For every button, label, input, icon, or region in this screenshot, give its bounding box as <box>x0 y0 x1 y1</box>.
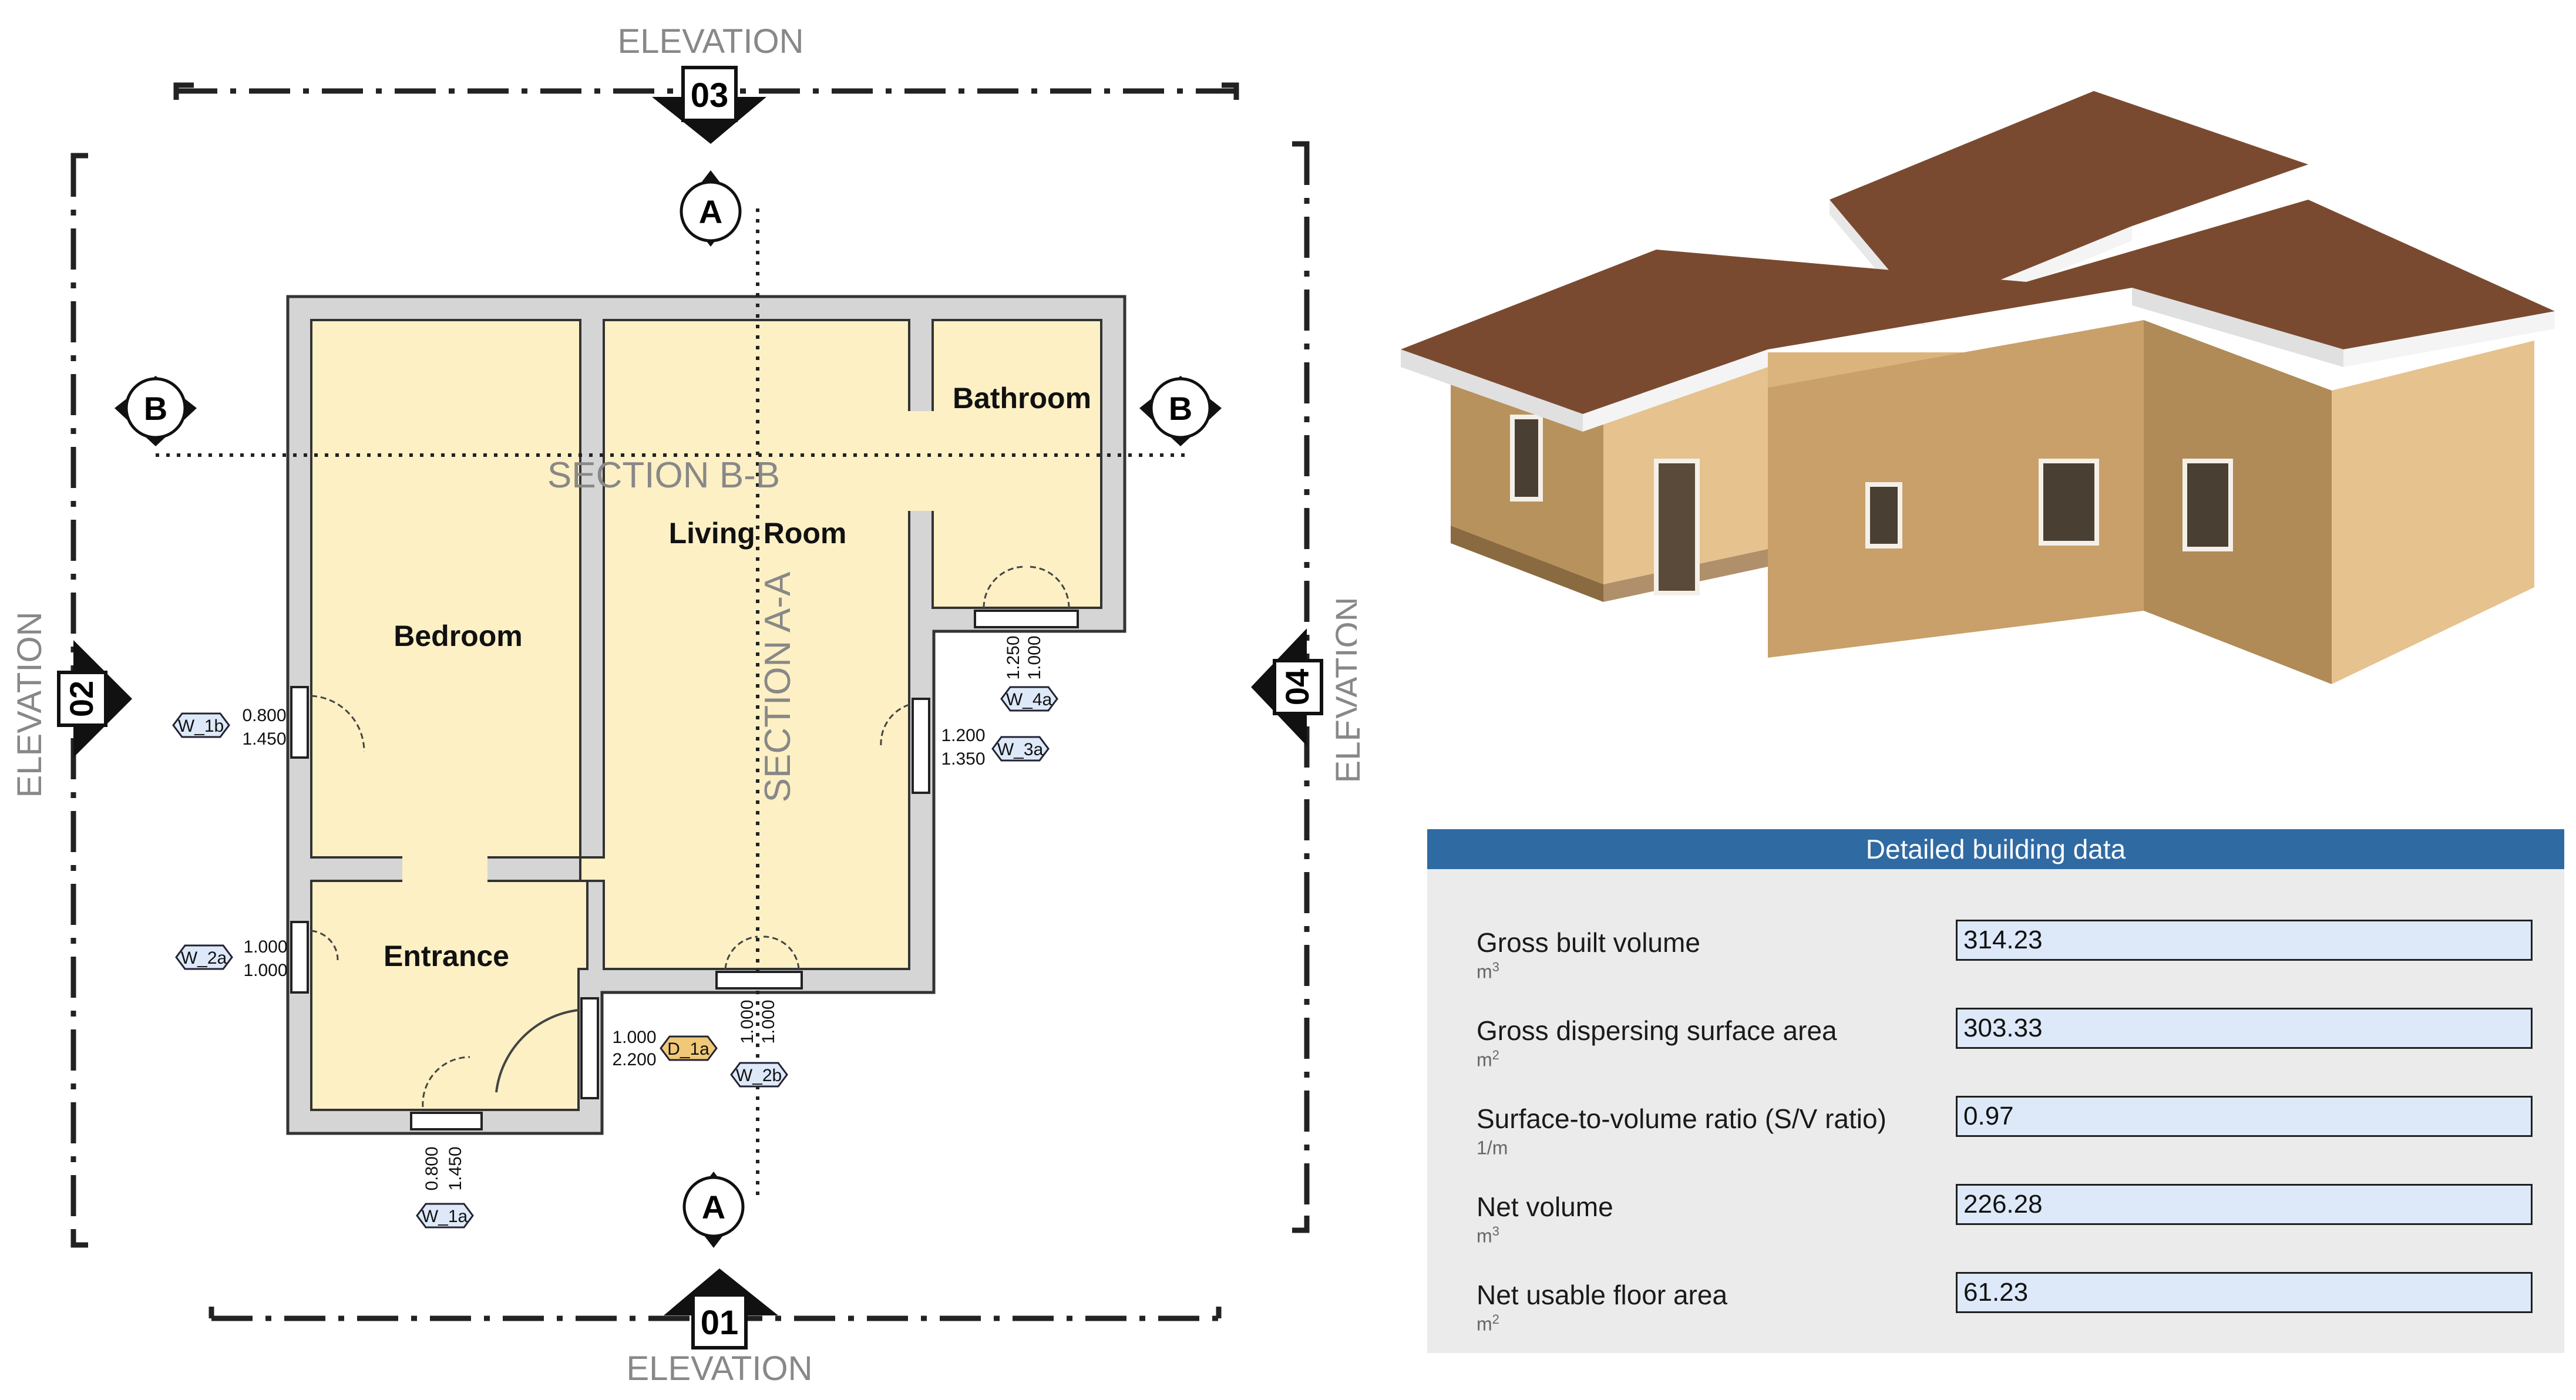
dim-w2a-height: 1.000 <box>243 961 287 980</box>
entrance-floor <box>310 880 588 1111</box>
row-label: Gross dispersing surface area <box>1477 1015 1837 1046</box>
svg-text:A: A <box>702 1189 725 1226</box>
room-label-bathroom: Bathroom <box>953 382 1091 415</box>
house-door <box>1654 459 1700 595</box>
door-d1a <box>580 997 599 1099</box>
elevation-marker-bottom[interactable]: 01 <box>664 1268 778 1349</box>
svg-text:03: 03 <box>691 76 729 115</box>
svg-text:W_2a: W_2a <box>181 948 227 968</box>
svg-text:01: 01 <box>701 1304 739 1342</box>
dim-w1a-width: 0.800 <box>422 1146 442 1190</box>
section-a-marker-bottom[interactable]: A <box>682 1172 745 1248</box>
elevation-marker-left[interactable]: 02 <box>57 640 132 758</box>
svg-text:D_1a: D_1a <box>667 1039 709 1059</box>
dim-w2b-height: 1.000 <box>759 999 778 1044</box>
section-a-marker-top[interactable]: A <box>680 170 742 247</box>
svg-text:B: B <box>1169 390 1192 427</box>
floor-plan: Bedroom Living Room Bathroom Entrance SE… <box>11 22 1367 1388</box>
row-unit: m3 <box>1477 960 1499 982</box>
tag-w2b[interactable]: W_2b <box>730 1062 788 1088</box>
gross-dispersing-surface-area-field[interactable]: 303.33 <box>1956 1008 2533 1049</box>
dim-w1a-height: 1.450 <box>446 1146 465 1190</box>
elevation-label-left: ELEVATION <box>11 612 49 798</box>
dim-d1a-height: 2.200 <box>612 1050 656 1069</box>
building-data-panel: Detailed building data Gross built volum… <box>1427 829 2564 1353</box>
row-label: Net usable floor area <box>1477 1280 1728 1310</box>
tag-w1b[interactable]: W_1b <box>172 712 230 738</box>
dim-w2b-width: 1.000 <box>738 999 757 1044</box>
svg-text:W_1b: W_1b <box>178 716 224 736</box>
bathroom-floor <box>931 319 1102 609</box>
window-w2b <box>715 971 803 990</box>
window-w1a <box>410 1112 483 1130</box>
row-unit: m2 <box>1477 1312 1499 1335</box>
svg-text:02: 02 <box>63 681 100 717</box>
section-b-marker-left[interactable]: B <box>115 376 197 446</box>
dim-w3a-width: 1.200 <box>941 726 985 745</box>
dim-w4a-height: 1.000 <box>1025 635 1044 679</box>
living-room-floor <box>579 319 910 970</box>
window-w2a <box>290 921 309 994</box>
elevation-label-top: ELEVATION <box>618 22 804 60</box>
svg-text:W_4a: W_4a <box>1006 690 1052 709</box>
dim-w3a-height: 1.350 <box>941 749 985 769</box>
tag-w3a[interactable]: W_3a <box>991 736 1050 762</box>
room-label-living-room: Living Room <box>669 517 847 550</box>
data-row-sv-ratio: Surface-to-volume ratio (S/V ratio) 1/m … <box>1427 1096 2564 1191</box>
tag-w2a[interactable]: W_2a <box>175 944 233 970</box>
data-row-gross-dispersing-surface-area: Gross dispersing surface area m2 303.33 <box>1427 1008 2564 1103</box>
house-windows <box>1510 415 2233 551</box>
house-roof <box>1401 91 2555 432</box>
row-unit: m2 <box>1477 1048 1499 1071</box>
row-label: Net volume <box>1477 1192 1613 1222</box>
tag-w4a[interactable]: W_4a <box>1000 686 1058 712</box>
window-w3a <box>912 698 930 794</box>
net-volume-field[interactable]: 226.28 <box>1956 1184 2533 1225</box>
panel-title: Detailed building data <box>1427 829 2564 869</box>
data-row-net-usable-floor-area: Net usable floor area m2 61.23 <box>1427 1272 2564 1367</box>
gross-built-volume-field[interactable]: 314.23 <box>1956 920 2533 961</box>
section-b-label: SECTION B-B <box>547 455 780 496</box>
net-usable-floor-area-field[interactable]: 61.23 <box>1956 1272 2533 1313</box>
svg-text:A: A <box>699 193 722 230</box>
room-label-bedroom: Bedroom <box>394 620 522 652</box>
section-a-label: SECTION A-A <box>758 571 798 802</box>
tag-w1a[interactable]: W_1a <box>416 1203 474 1229</box>
row-label: Surface-to-volume ratio (S/V ratio) <box>1477 1103 1886 1134</box>
row-unit: m3 <box>1477 1224 1499 1247</box>
dim-w1b-width: 0.800 <box>242 706 286 725</box>
row-unit: 1/m <box>1477 1137 1508 1159</box>
room-label-entrance: Entrance <box>384 940 509 972</box>
dim-w1b-height: 1.450 <box>242 729 286 749</box>
house-3d-view[interactable] <box>1357 23 2555 728</box>
dim-w2a-width: 1.000 <box>243 937 287 957</box>
sv-ratio-field[interactable]: 0.97 <box>1956 1096 2533 1137</box>
window-w4a <box>974 610 1079 628</box>
row-label: Gross built volume <box>1477 927 1700 958</box>
dim-d1a-width: 1.000 <box>612 1028 656 1047</box>
svg-text:B: B <box>144 390 167 427</box>
svg-text:04: 04 <box>1279 669 1316 705</box>
elevation-marker-top[interactable]: 03 <box>652 66 766 144</box>
data-row-net-volume: Net volume m3 226.28 <box>1427 1184 2564 1279</box>
svg-text:W_1a: W_1a <box>422 1207 468 1226</box>
section-b-marker-right[interactable]: B <box>1139 376 1222 446</box>
data-row-gross-built-volume: Gross built volume m3 314.23 <box>1427 920 2564 1015</box>
svg-text:W_3a: W_3a <box>997 740 1044 759</box>
bedroom-floor <box>310 319 581 859</box>
elevation-label-bottom: ELEVATION <box>627 1349 813 1388</box>
dim-w4a-width: 1.250 <box>1004 635 1023 679</box>
window-w1b <box>290 686 309 759</box>
svg-text:W_2b: W_2b <box>736 1066 782 1085</box>
elevation-marker-right[interactable]: 04 <box>1251 628 1323 746</box>
tag-d1a[interactable]: D_1a <box>660 1035 718 1061</box>
